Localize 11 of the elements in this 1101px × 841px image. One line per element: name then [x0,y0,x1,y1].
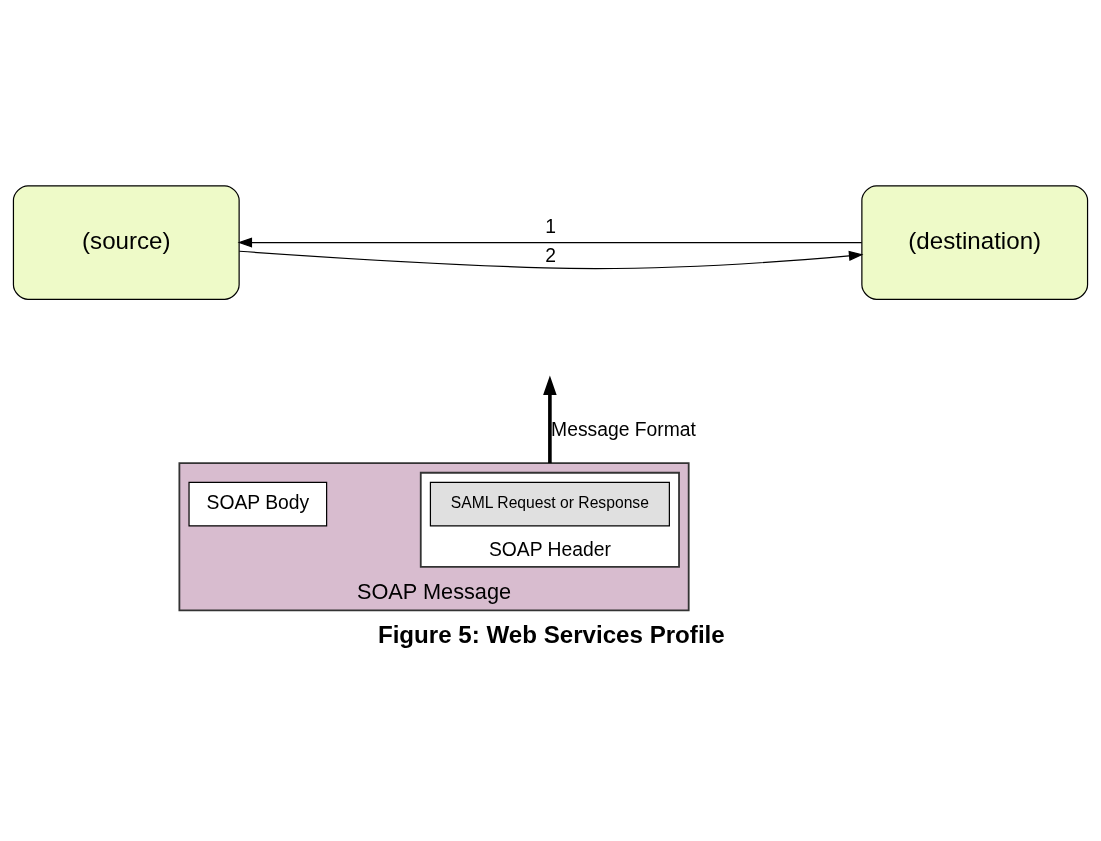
edge-label: 2 [545,244,556,266]
arrow [237,236,863,248]
node-box: SAML Request or Response [429,481,670,526]
node-box: (source) [12,184,240,300]
edge-label: Message Format [551,418,696,440]
arrow [543,375,557,463]
node-box: SOAP Body [188,481,328,526]
node-box: (destination) [861,184,1089,300]
edge-label: 1 [545,215,556,237]
caption: Figure 5: Web Services Profile [377,620,725,648]
arrow [238,250,864,269]
